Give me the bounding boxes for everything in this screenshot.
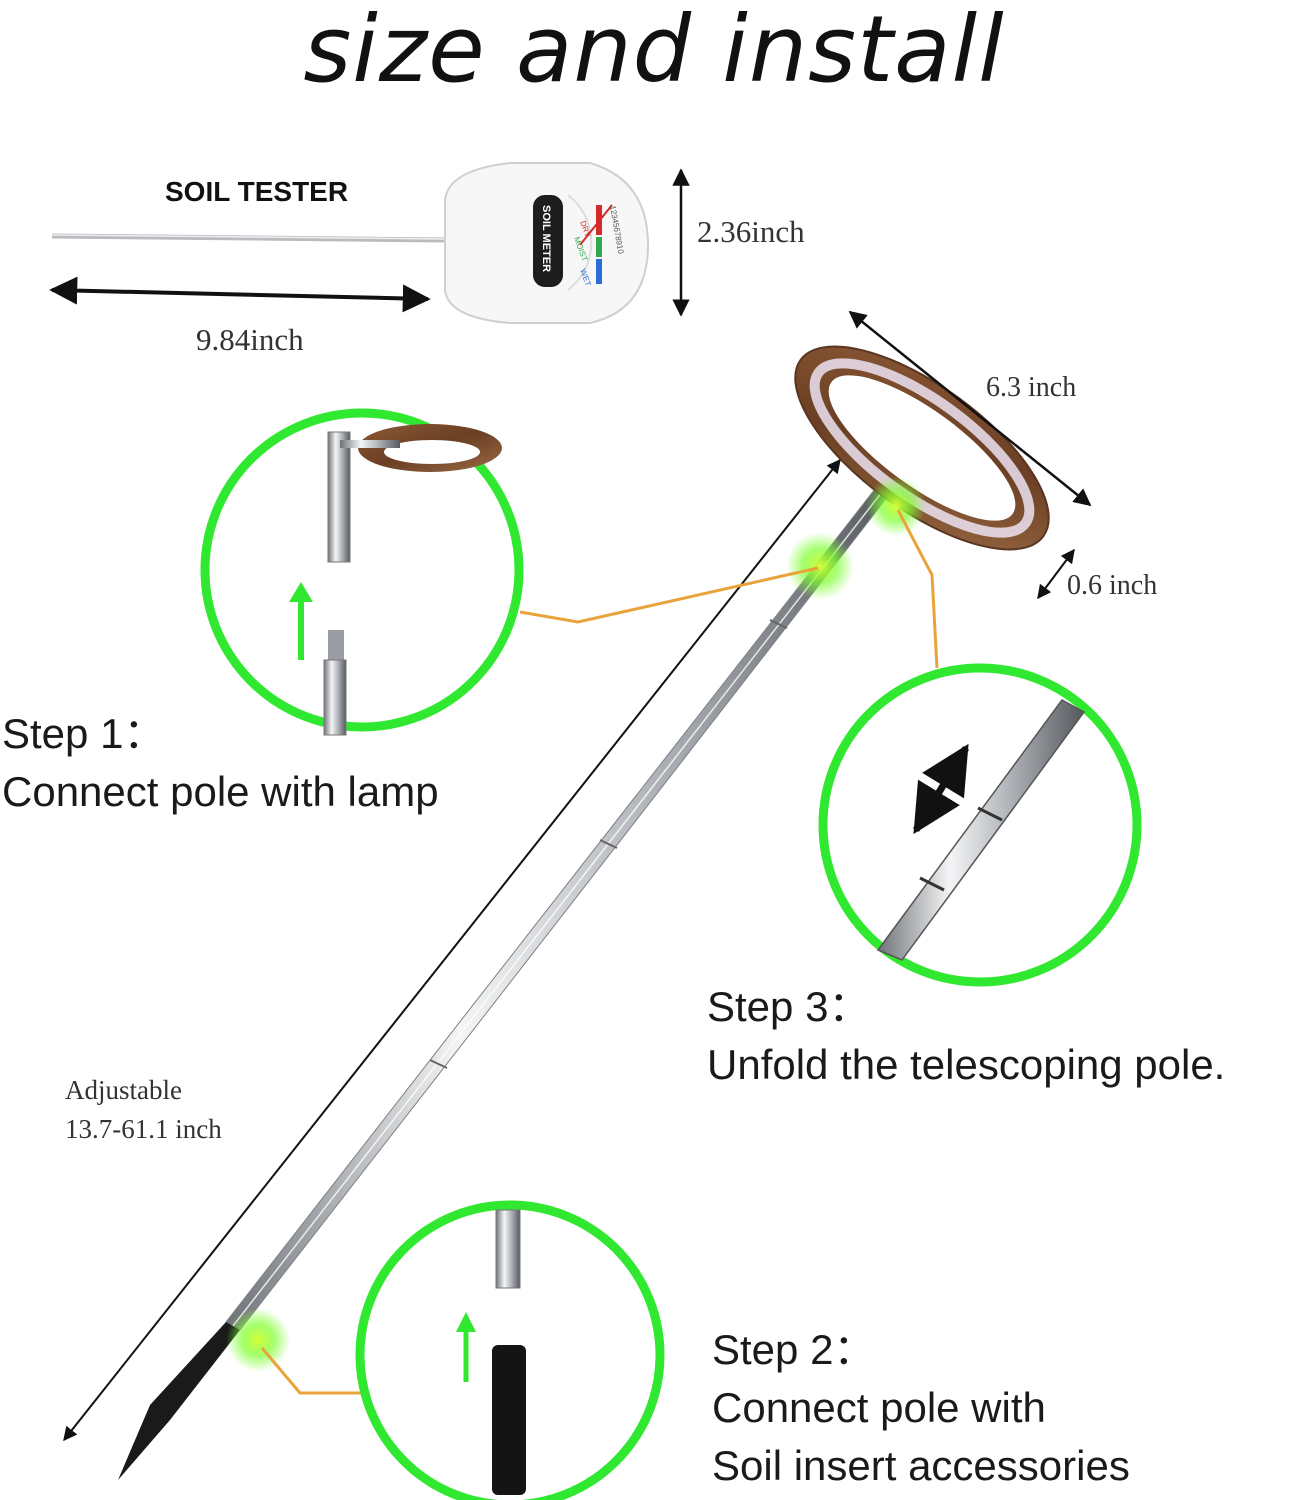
soil-tester-label: SOIL TESTER <box>165 176 349 207</box>
pole-range-label: 13.7-61.1 inch <box>65 1114 222 1144</box>
step-2-title: Step 2： <box>712 1326 876 1373</box>
step-1-text: Connect pole with lamp <box>2 768 439 815</box>
tester-length-arrow <box>49 276 431 313</box>
step-1-title: Step 1： <box>2 710 166 757</box>
zoom-circle-step2 <box>355 1200 665 1500</box>
joint-glow-lamp <box>866 476 926 536</box>
step-3: Step 3： Unfold the telescoping pole. <box>707 978 1225 1094</box>
lamp-diameter-arrow <box>848 310 1092 507</box>
step-3-title: Step 3： <box>707 983 871 1030</box>
soil-spike <box>118 1322 240 1480</box>
meter-label: SOIL METER <box>540 205 552 272</box>
zoom-circle-step3 <box>818 663 1142 987</box>
lamp-diameter-label: 6.3 inch <box>986 372 1077 403</box>
zoom-circle-step1 <box>200 408 524 736</box>
joint-glow-mid <box>786 532 854 600</box>
page-title: size and install <box>303 0 1005 103</box>
connector-step3 <box>896 509 939 669</box>
step-2: Step 2： Connect pole with Soil insert ac… <box>712 1321 1130 1495</box>
tester-height-label: 2.36inch <box>697 214 805 249</box>
joint-glow-spike <box>226 1308 290 1372</box>
connector-step1 <box>519 566 819 624</box>
double-arrow-icon <box>913 743 969 835</box>
connector-step2 <box>260 1347 362 1395</box>
step-2-text-line2: Soil insert accessories <box>712 1442 1130 1489</box>
tester-label-plate <box>533 195 563 287</box>
tester-probe <box>51 233 447 243</box>
soil-tester <box>51 162 650 324</box>
lamp-thickness-arrow <box>1037 548 1075 600</box>
step-1: Step 1： Connect pole with lamp <box>2 705 439 821</box>
pole-adjustable-label: Adjustable <box>65 1075 182 1105</box>
step-3-text: Unfold the telescoping pole. <box>707 1041 1226 1088</box>
tester-length-label: 9.84inch <box>196 322 304 357</box>
pole-length-arrow <box>63 458 841 1442</box>
step-2-text-line1: Connect pole with <box>712 1384 1046 1431</box>
lamp-thickness-label: 0.6 inch <box>1067 570 1158 601</box>
